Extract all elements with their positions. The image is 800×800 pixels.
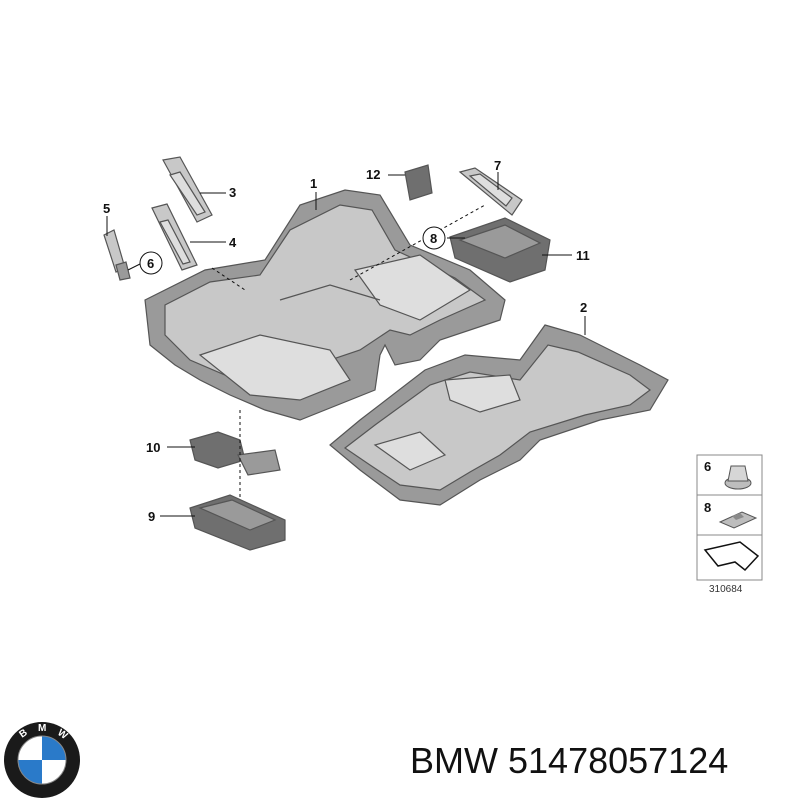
- part-5-bracket: [103, 229, 131, 281]
- part-2-rear-floor-covering: [329, 324, 669, 506]
- callout-6: 6: [147, 256, 154, 271]
- callout-4: 4: [229, 235, 237, 250]
- clip-icon: [718, 511, 758, 529]
- caption-part-number: 51478057124: [508, 740, 729, 781]
- part-1-front-floor-covering: [144, 189, 506, 421]
- callout-2: 2: [580, 300, 587, 315]
- callout-7: 7: [494, 158, 501, 173]
- part-caption: BMW 51478057124: [410, 740, 728, 782]
- part-3-trim-panel: [162, 156, 213, 223]
- callout-8-circle: [422, 226, 446, 250]
- part-10-panel: [189, 431, 281, 476]
- callout-6-circle: [139, 251, 163, 275]
- caption-brand: BMW: [410, 740, 498, 781]
- callout-9: 9: [148, 509, 155, 524]
- callout-1: 1: [310, 176, 317, 191]
- legend-item-8-label: 8: [704, 500, 711, 515]
- callout-3: 3: [229, 185, 236, 200]
- part-7-plate: [458, 167, 523, 216]
- bmw-logo: B M W: [4, 722, 80, 798]
- callout-12: 12: [366, 167, 380, 182]
- svg-text:M: M: [38, 723, 46, 734]
- callout-11: 11: [576, 248, 590, 263]
- leader-lines: [106, 172, 586, 517]
- part-12-block: [404, 164, 433, 201]
- legend-item-6-label: 6: [704, 459, 711, 474]
- callout-8: 8: [430, 231, 437, 246]
- part-4-trim-panel: [151, 203, 198, 271]
- carpet-outline-icon: [703, 541, 760, 572]
- legend-panel: 6 8 310684: [696, 454, 763, 595]
- callout-5: 5: [103, 201, 110, 216]
- callout-10: 10: [146, 440, 160, 455]
- legend-code: 310684: [709, 584, 743, 595]
- part-11-pad: [449, 217, 551, 283]
- part-9-pad: [189, 494, 286, 551]
- nut-icon: [724, 465, 752, 490]
